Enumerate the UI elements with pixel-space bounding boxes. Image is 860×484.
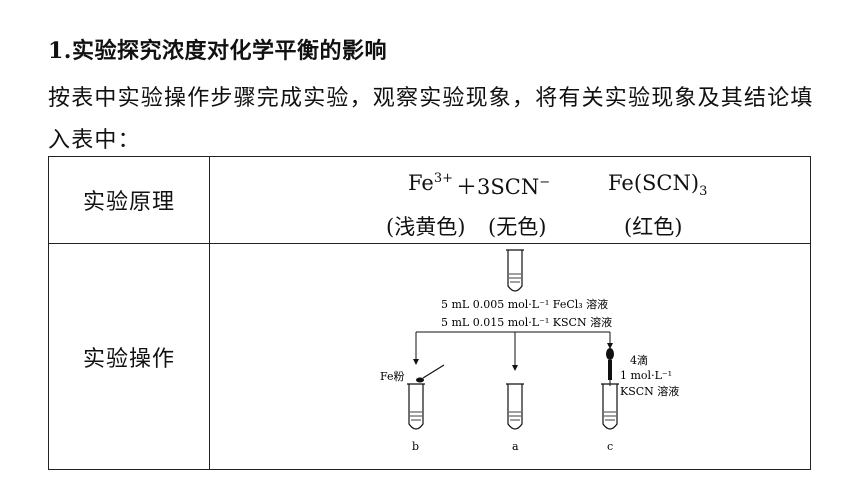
test-tube-a [506, 383, 524, 430]
product-term: Fe(SCN)3 [608, 171, 708, 200]
reagent-label-2: 5 mL 0.015 mol·L⁻¹ KSCN 溶液 [441, 315, 612, 329]
principle-cell: Fe3+ ＋3SCN− Fe(SCN)3 (浅黄色) (无色) (红色) [209, 156, 811, 244]
row-label-operation: 实验操作 [48, 243, 210, 470]
section-heading: 1.实验探究浓度对化学平衡的影响 [48, 38, 387, 64]
table-row-principle: 实验原理 Fe3+ ＋3SCN− Fe(SCN)3 (浅黄色) (无色) (红色… [48, 156, 811, 244]
scn-term: ＋3SCN− [456, 175, 551, 199]
fe-ion: Fe3+ [408, 171, 454, 195]
color-fe: (浅黄色) [386, 215, 466, 239]
drops-label: 4滴 [630, 353, 648, 367]
dropper-icon [606, 348, 614, 386]
operation-cell: 5 mL 0.005 mol·L⁻¹ FeCl₃ 溶液 5 mL 0.015 m… [209, 243, 811, 470]
experiment-table: 实验原理 Fe3+ ＋3SCN− Fe(SCN)3 (浅黄色) (无色) (红色… [48, 156, 811, 470]
tube-label-c: c [607, 440, 613, 453]
tube-label-b: b [412, 440, 419, 453]
row-label-principle: 实验原理 [48, 156, 210, 244]
kscn-label: KSCN 溶液 [620, 384, 679, 398]
reaction-equation: Fe3+ ＋3SCN− Fe(SCN)3 (浅黄色) (无色) (红色) [210, 157, 810, 243]
table-row-operation: 实验操作 5 mL 0.005 mol·L⁻¹ FeCl₃ 溶液 5 mL [48, 243, 811, 470]
color-scn: (无色) [488, 215, 547, 239]
color-product: (红色) [624, 215, 683, 239]
concentration-label: 1 mol·L⁻¹ [620, 369, 672, 382]
instruction-paragraph: 按表中实验操作步骤完成实验，观察实验现象，将有关实验现象及其结论填入表中： [48, 86, 814, 153]
test-tube-c [601, 383, 619, 430]
spatula-icon [416, 364, 445, 383]
distribution-arrows [413, 331, 613, 371]
test-tube-b [407, 383, 425, 430]
experiment-diagram: 5 mL 0.005 mol·L⁻¹ FeCl₃ 溶液 5 mL 0.015 m… [380, 249, 679, 453]
fe-powder-label: Fe粉 [380, 370, 405, 383]
test-tube-top [506, 249, 524, 292]
reagent-label-1: 5 mL 0.005 mol·L⁻¹ FeCl₃ 溶液 [441, 297, 608, 311]
tube-label-a: a [512, 440, 519, 453]
